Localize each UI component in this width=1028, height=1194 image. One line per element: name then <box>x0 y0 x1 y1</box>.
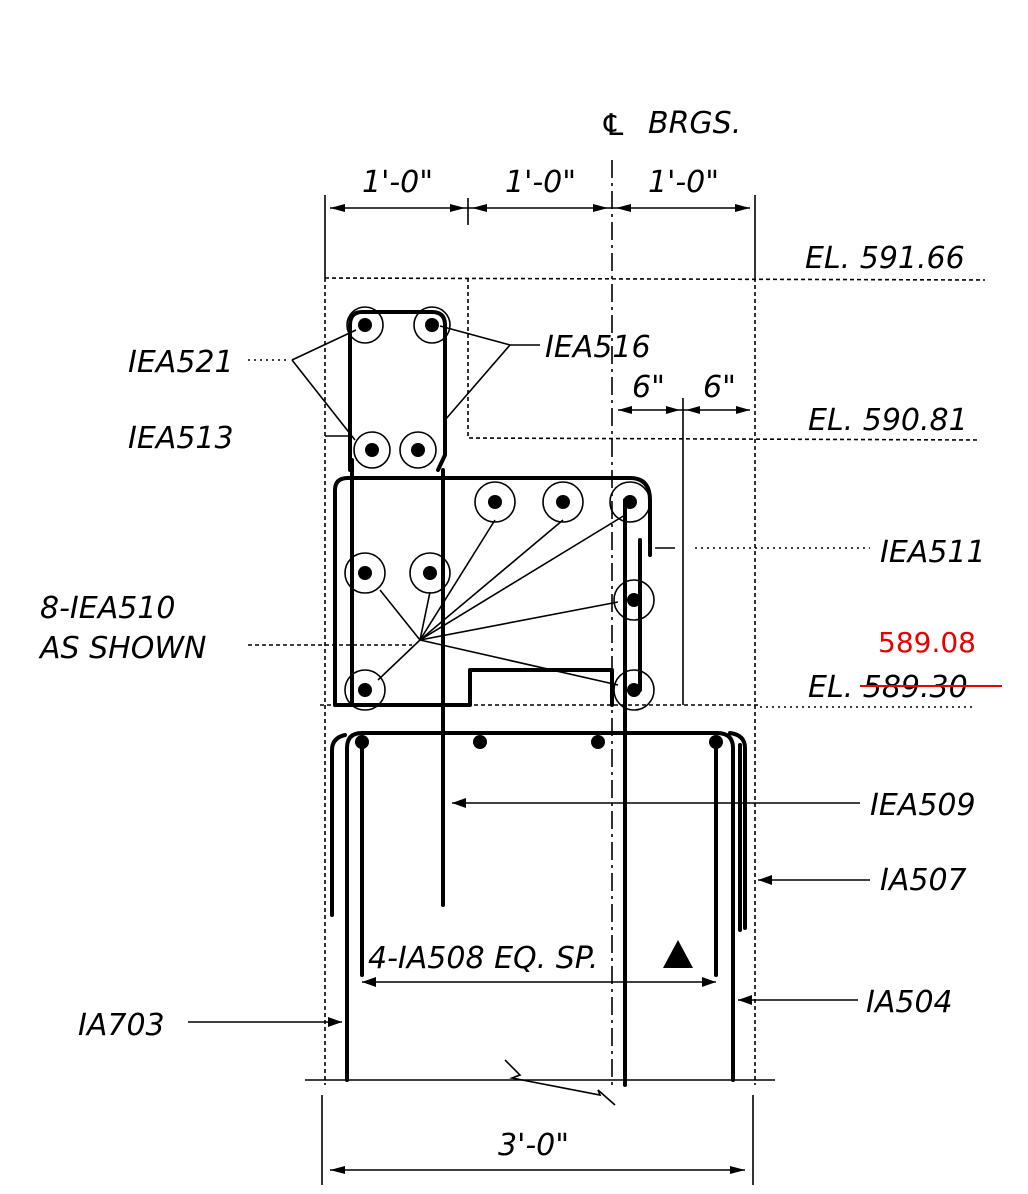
leader-iea513: IEA513 <box>128 421 348 456</box>
label-iea510-line2: AS SHOWN <box>38 631 206 666</box>
bottom-dimension: 3'-0" <box>321 1095 754 1185</box>
label-iea509: IEA509 <box>870 788 976 823</box>
label-iea510-line1: 8-IEA510 <box>40 591 176 626</box>
dim-top-1: 1'-0" <box>362 165 433 200</box>
dim-six-2: 6" <box>703 370 736 405</box>
elevation-top: EL. 591.66 <box>324 241 986 281</box>
elevation-seat-label: EL. 589.30 <box>808 670 968 705</box>
label-iea516: IEA516 <box>545 330 651 365</box>
label-ia507: IA507 <box>880 863 967 898</box>
top-dimensions: 1'-0" 1'-0" 1'-0" <box>324 165 756 278</box>
centerline-bearings: ℄ BRGS. <box>600 106 741 1085</box>
label-iea513: IEA513 <box>128 421 234 456</box>
leader-ia504: IA504 <box>738 985 953 1020</box>
bar-seat-outline <box>333 668 614 707</box>
elevation-mid-label: EL. 590.81 <box>808 403 968 438</box>
leader-iea521: IEA521 <box>128 329 357 441</box>
elevation-mid: EL. 590.81 <box>467 278 981 441</box>
label-iea521: IEA521 <box>128 345 234 380</box>
elevation-seat-revised: 589.08 <box>878 626 976 659</box>
bar-ia504-hoop <box>345 731 735 1082</box>
bar-iea511-hoop <box>333 476 652 707</box>
leader-iea510: 8-IEA510 AS SHOWN <box>38 514 626 686</box>
centerline-label: BRGS. <box>648 106 741 141</box>
label-ia703: IA703 <box>78 1008 165 1043</box>
break-line <box>305 1059 775 1106</box>
leader-iea516: IEA516 <box>439 325 651 421</box>
label-iea511: IEA511 <box>880 535 986 570</box>
bar-ia507 <box>330 733 347 917</box>
label-ia508: 4-IA508 EQ. SP. <box>368 941 598 976</box>
dim-ia508: 4-IA508 EQ. SP. <box>362 940 716 987</box>
dim-six-1: 6" <box>632 370 665 405</box>
dim-top-2: 1'-0" <box>505 165 576 200</box>
elevation-top-label: EL. 591.66 <box>805 241 965 276</box>
leader-ia507: IA507 <box>758 863 967 898</box>
bar-iea513-stirrup <box>348 310 447 472</box>
dim-top-3: 1'-0" <box>648 165 719 200</box>
elevation-seat: EL. 589.30 589.08 <box>808 626 1002 705</box>
bar-ia507-right <box>728 731 747 930</box>
rebar-dots <box>344 306 723 749</box>
label-ia504: IA504 <box>866 985 953 1020</box>
leader-iea511: IEA511 <box>655 535 986 570</box>
dim-bottom: 3'-0" <box>498 1128 569 1163</box>
six-inch-dimensions: 6" 6" <box>618 370 750 705</box>
centerline-symbol: ℄ <box>600 108 627 143</box>
revision-triangle-icon <box>663 940 693 968</box>
leader-ia703: IA703 <box>78 1008 342 1043</box>
leader-iea509: IEA509 <box>452 788 976 823</box>
